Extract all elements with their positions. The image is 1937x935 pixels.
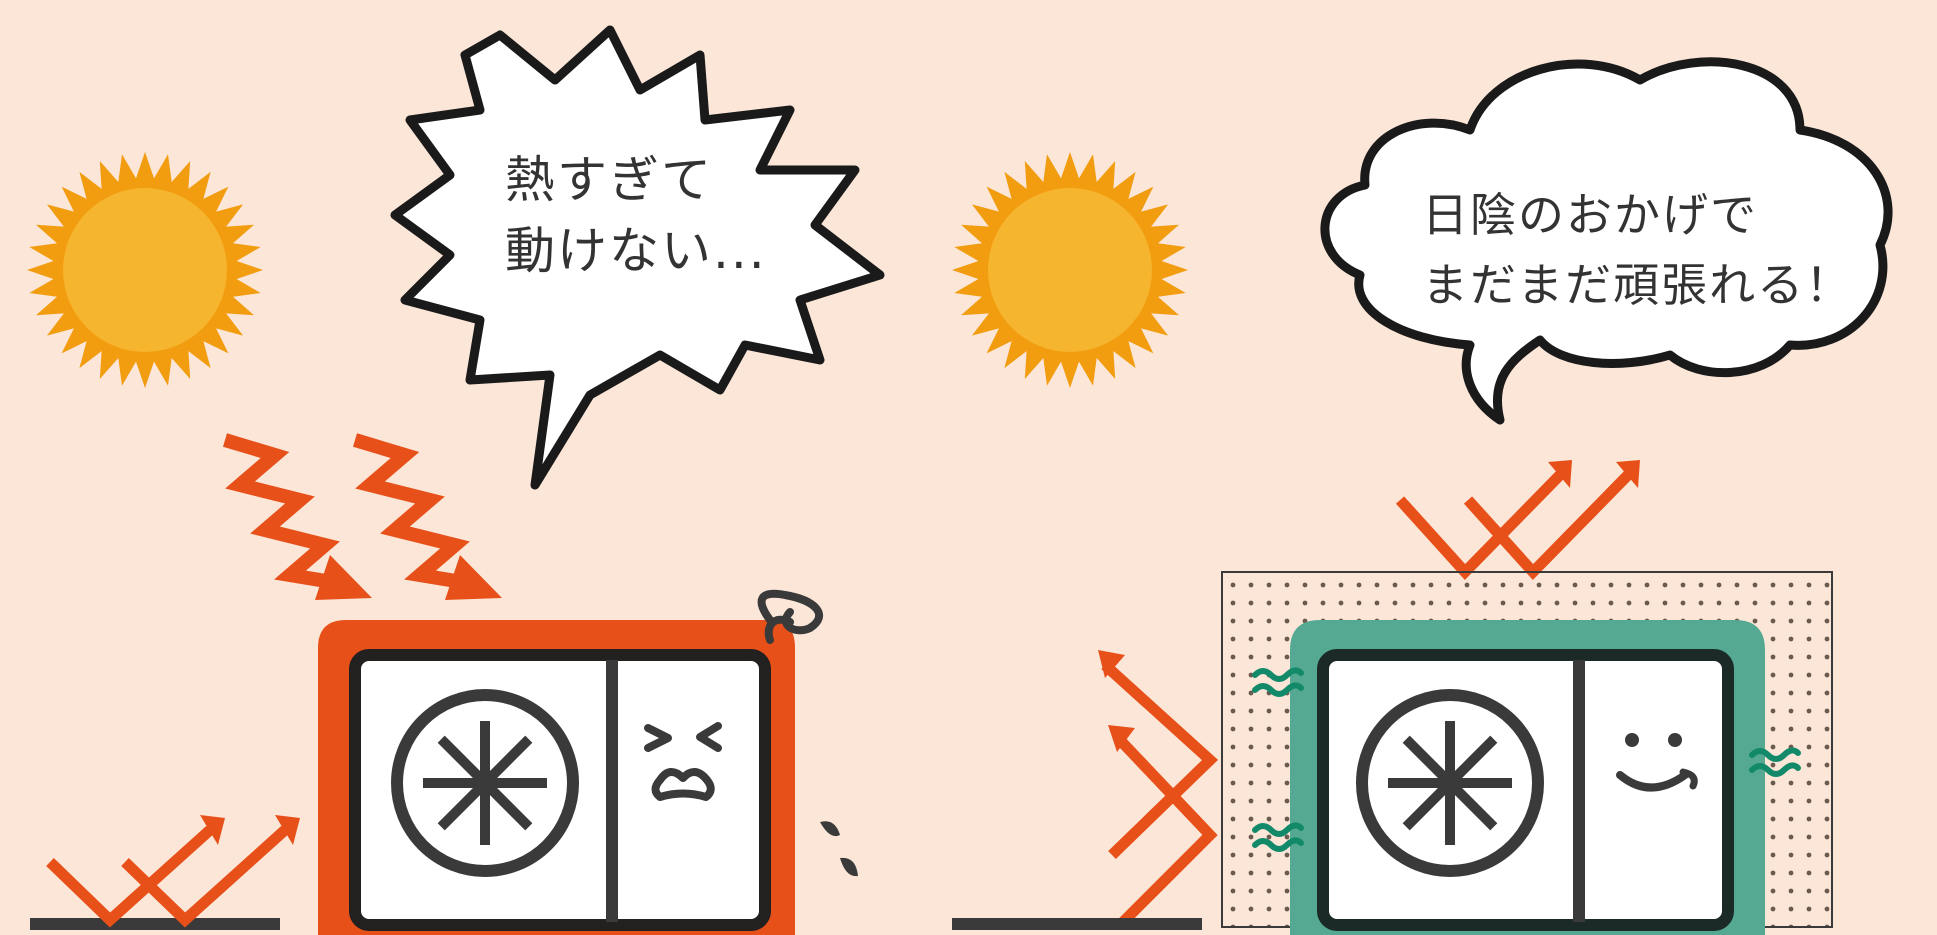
reflect-arrow-icon (1101, 660, 1219, 929)
reflect-arrowhead (1098, 650, 1125, 678)
ac-divider (1573, 660, 1585, 922)
ac-unit (1317, 649, 1734, 931)
fan-icon (391, 689, 579, 877)
reflect-arrowhead (1616, 460, 1640, 488)
reflect-arrowhead (200, 815, 225, 845)
reflect-arrowhead (275, 815, 300, 845)
speech-line: 動けない... (505, 222, 767, 280)
heat-arrowhead (315, 555, 372, 600)
ground-line (30, 918, 280, 930)
sweat-drop-icon (820, 821, 840, 837)
speech-text-left: 熱すぎて 動けない... (505, 145, 767, 287)
heat-arrow-icon (222, 433, 482, 592)
fan-icon (1356, 689, 1544, 877)
reflect-arrowhead (1108, 725, 1135, 752)
speech-bubble-cloud (1320, 57, 1893, 425)
right-panel (952, 57, 1893, 935)
ground-line (952, 918, 1202, 930)
speech-line: 日陰のおかげで (1422, 188, 1758, 242)
sweat-drop-icon (840, 857, 858, 877)
reflect-arrowhead (1548, 460, 1572, 488)
reflect-arrow-icon (46, 825, 289, 928)
smiling-face (1616, 733, 1698, 792)
dizzy-swirl (757, 589, 824, 644)
sun-icon (952, 152, 1188, 388)
ac-unit (349, 649, 771, 931)
heat-wave-icon (1252, 667, 1801, 852)
distressed-face (644, 722, 722, 801)
speech-text-right: 日陰のおかげで まだまだ頑張れる！ (1422, 180, 1853, 320)
sun-icon (27, 152, 263, 388)
speech-bubble-spiky (390, 25, 885, 490)
heat-arrowhead (445, 555, 502, 600)
speech-line: 熱すぎて (505, 151, 713, 209)
reflect-arrow-icon (1395, 471, 1632, 581)
left-panel (27, 25, 885, 935)
speech-line: まだまだ頑張れる！ (1422, 258, 1854, 312)
ac-divider (606, 660, 618, 922)
